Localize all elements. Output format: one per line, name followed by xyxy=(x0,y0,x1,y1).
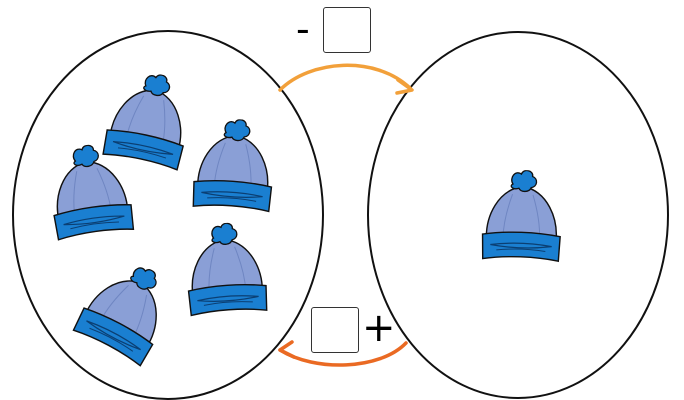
arrow-right-head xyxy=(395,78,414,95)
minus-operator: - xyxy=(296,7,310,51)
arrow-right-icon xyxy=(278,63,412,92)
plus-operator: + xyxy=(362,305,396,351)
answer-box-top[interactable] xyxy=(323,7,371,53)
answer-box-bottom[interactable] xyxy=(311,307,359,353)
arrow-left-head xyxy=(278,340,296,359)
